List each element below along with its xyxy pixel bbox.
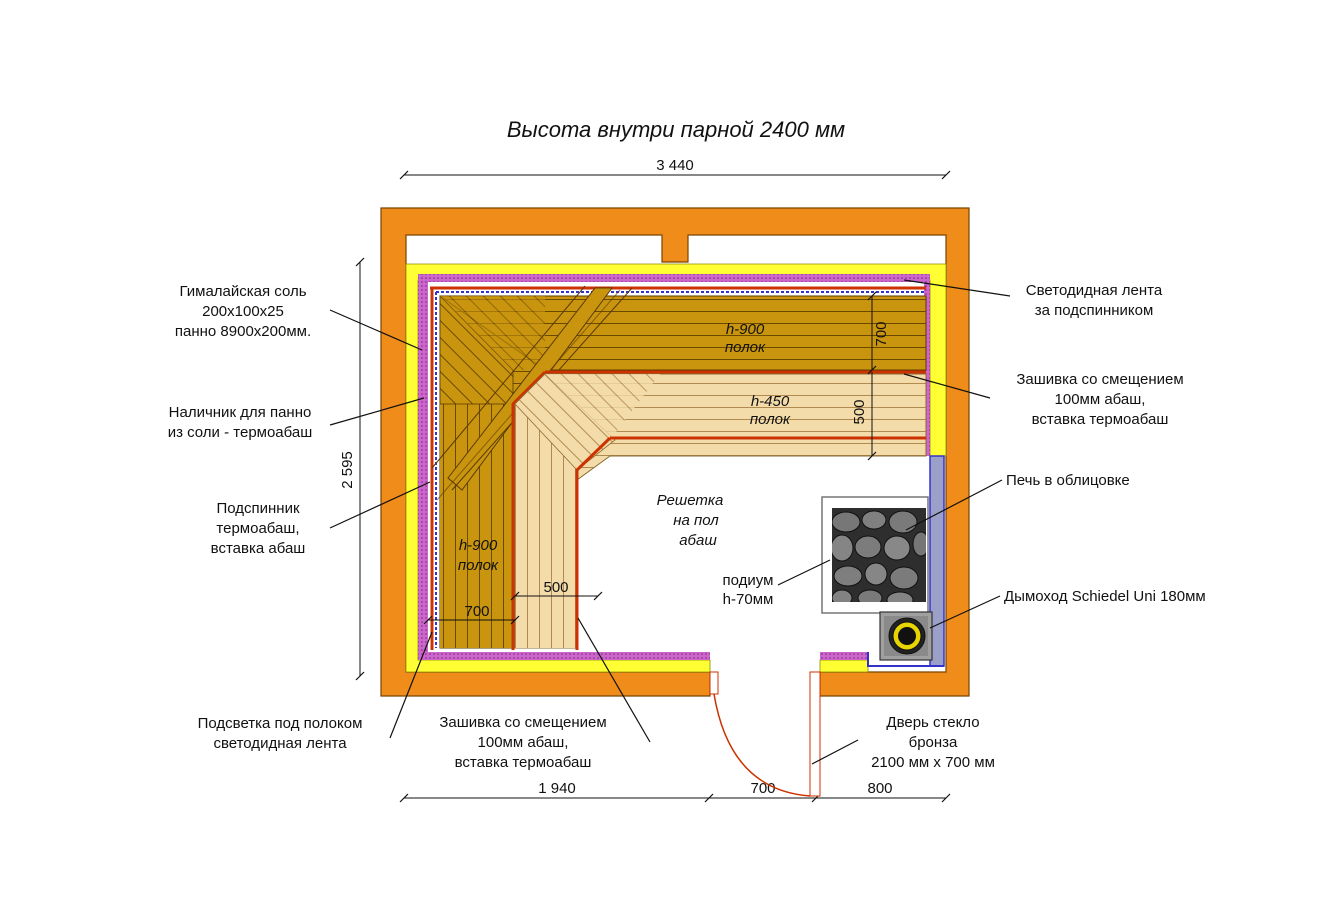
lower-shelf-depth-label: 500 <box>851 399 868 424</box>
floor-label-line-2: на пол <box>673 512 719 529</box>
callout-backrest: Подспинник термоабаш, вставка абаш <box>211 500 306 557</box>
callout-lining-right-line-2: 100мм абаш, <box>1055 391 1146 408</box>
callout-salt-line-2: 200х100х25 <box>202 303 284 320</box>
callout-lining-right-line-1: Зашивка со смещением <box>1016 371 1183 388</box>
callout-trim-line-2: из соли - термоабаш <box>168 424 313 441</box>
callout-lining-bottom-line-2: 100мм абаш, <box>478 734 569 751</box>
left-upper-width-label: 700 <box>464 603 489 620</box>
callout-backrest-line-2: термоабаш, <box>216 520 299 537</box>
callout-podium: подиум h-70мм <box>723 572 774 608</box>
callout-backrest-line-1: Подспинник <box>216 500 299 517</box>
upper-right-shelf-height: h-900 <box>726 321 765 338</box>
chimney <box>879 611 933 661</box>
callout-led-strip-line-1: Светодидная лента <box>1026 282 1163 299</box>
callout-lining-right-line-3: вставка термоабаш <box>1032 411 1169 428</box>
callout-podium-line-1: подиум <box>723 572 774 589</box>
floor-grate-label: Решетка на пол абаш <box>657 492 724 549</box>
foil-layer <box>418 274 930 660</box>
callout-trim-line-1: Наличник для панно <box>169 404 312 421</box>
left-shelf-name: полок <box>458 557 499 574</box>
left-shelf-height: h-900 <box>459 537 498 554</box>
floor-label-line-3: абаш <box>679 532 717 549</box>
callout-under-light: Подсветка под полоком светодидная лента <box>198 715 363 752</box>
left-lower-width-label: 500 <box>543 579 568 596</box>
callout-stove-line-1: Печь в облицовке <box>1006 472 1130 489</box>
stove-podium <box>821 496 929 614</box>
upper-right-shelf-name: полок <box>725 339 766 356</box>
wall-lining <box>430 286 926 650</box>
callout-door-line-2: бронза <box>909 734 958 751</box>
callout-lining-bottom: Зашивка со смещением 100мм абаш, вставка… <box>439 714 606 771</box>
leader-lines <box>329 279 1011 765</box>
callout-salt-line-1: Гималайская соль <box>179 283 306 300</box>
callout-lining-bottom-line-1: Зашивка со смещением <box>439 714 606 731</box>
callout-under-light-line-1: Подсветка под полоком <box>198 715 363 732</box>
callout-door-line-1: Дверь стекло <box>886 714 979 731</box>
page-title: Высота внутри парной 2400 мм <box>507 117 845 142</box>
dimension-top-width-label: 3 440 <box>656 157 694 174</box>
dimension-bottom: 1 940 700 800 <box>399 780 951 803</box>
callout-backrest-line-3: вставка абаш <box>211 540 306 557</box>
dimension-left-height: 2 595 <box>339 257 365 681</box>
dimension-bottom-door-label: 700 <box>750 780 775 797</box>
lower-shelf: h-450 полок <box>514 373 927 650</box>
dimension-bottom-left-label: 1 940 <box>538 780 576 797</box>
dimension-left-height-label: 2 595 <box>339 451 356 489</box>
callout-led-strip: Светодидная лента за подспинником <box>1026 282 1163 319</box>
callout-chimney: Дымоход Schiedel Uni 180мм <box>1004 588 1206 605</box>
callout-trim: Наличник для панно из соли - термоабаш <box>168 404 313 441</box>
callout-chimney-line-1: Дымоход Schiedel Uni 180мм <box>1004 588 1206 605</box>
callout-door-line-3: 2100 мм х 700 мм <box>871 754 995 771</box>
lower-right-shelf-name: полок <box>750 411 791 428</box>
callout-under-light-line-2: светодидная лента <box>213 735 347 752</box>
callout-lining-bottom-line-3: вставка термоабаш <box>455 754 592 771</box>
stove-wall-lining <box>867 455 945 667</box>
stove-stones <box>832 510 926 602</box>
callout-stove: Печь в облицовке <box>1006 472 1130 489</box>
dimension-bottom-right-label: 800 <box>867 780 892 797</box>
upper-shelf: h-900 полок h-900 полок <box>431 285 927 650</box>
upper-shelf-depth-label: 700 <box>873 321 890 346</box>
callout-salt-line-3: панно 8900х200мм. <box>175 323 311 340</box>
callout-salt: Гималайская соль 200х100х25 панно 8900х2… <box>175 283 311 340</box>
floor-label-line-1: Решетка <box>657 492 724 509</box>
lower-right-shelf-height: h-450 <box>751 393 790 410</box>
shelf-dimensions: 700 500 500 700 <box>423 291 890 625</box>
callout-lining-right: Зашивка со смещением 100мм абаш, вставка… <box>1016 371 1183 428</box>
callout-led-strip-line-2: за подспинником <box>1035 302 1154 319</box>
callout-podium-line-2: h-70мм <box>723 591 774 608</box>
dimension-top-width: 3 440 <box>399 157 951 180</box>
door <box>709 671 821 797</box>
callout-door: Дверь стекло бронза 2100 мм х 700 мм <box>871 714 995 771</box>
